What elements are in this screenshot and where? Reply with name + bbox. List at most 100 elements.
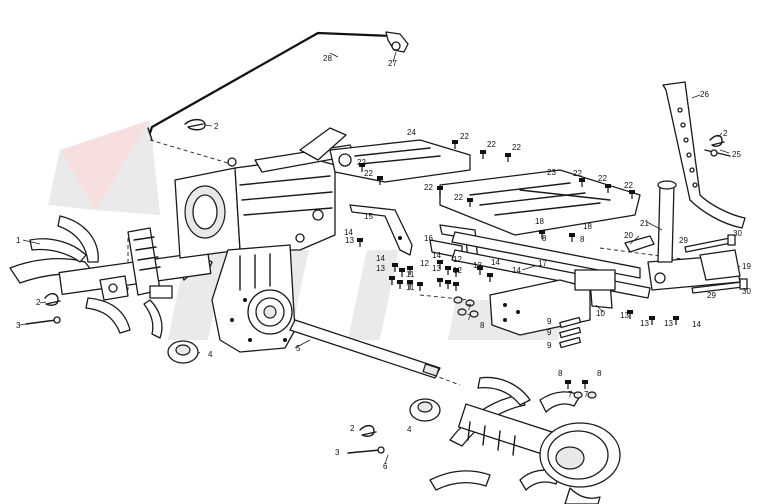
callout-22: 22 <box>454 193 463 202</box>
depth-bar <box>662 81 746 229</box>
callout-20: 20 <box>624 231 633 240</box>
callout-12: 12 <box>420 259 429 268</box>
callout-9: 9 <box>547 317 552 326</box>
callout-13: 13 <box>640 319 649 328</box>
hub-disc-left <box>167 340 199 364</box>
callout-2: 2 <box>350 424 355 433</box>
callout-6: 6 <box>383 462 388 471</box>
fender-plate-front <box>329 139 471 183</box>
bolt-glyph <box>629 190 635 194</box>
callout-9: 9 <box>547 341 552 350</box>
hub-disc-right <box>409 398 441 422</box>
callout-labels: 1 2 2 2 2 3 3 4 4 5 6 7 7 7 7 8 8 8 8 8 … <box>16 54 751 471</box>
callout-11: 11 <box>406 270 415 279</box>
callout-1: 1 <box>16 236 21 245</box>
left-tine-assembly <box>9 215 213 339</box>
bolt-glyph <box>377 176 383 180</box>
callout-8: 8 <box>542 234 547 243</box>
callout-18: 18 <box>583 222 592 231</box>
pin-clip-right <box>704 134 731 157</box>
bolt-glyph <box>673 316 679 320</box>
bolt-glyph <box>579 178 585 182</box>
callout-2: 2 <box>36 298 41 307</box>
callout-22: 22 <box>573 169 582 178</box>
latch-lever <box>624 235 655 253</box>
callout-22: 22 <box>512 143 521 152</box>
callout-7: 7 <box>568 390 573 399</box>
washer-glyph <box>453 296 463 304</box>
callout-5: 5 <box>296 344 301 353</box>
callout-13: 13 <box>345 236 354 245</box>
bolt-glyph <box>453 268 459 272</box>
bolt-glyph <box>445 266 451 270</box>
callout-7: 7 <box>467 313 472 322</box>
bolt-glyph <box>392 263 398 267</box>
lynch-pin-left <box>25 293 61 325</box>
lynch-pin-bottom <box>347 424 385 454</box>
bracket-left <box>349 204 413 256</box>
callout-8: 8 <box>558 369 563 378</box>
bolt-glyph <box>437 278 443 282</box>
callout-12: 12 <box>453 255 462 264</box>
callout-13: 13 <box>432 264 441 273</box>
bolt-glyph <box>399 268 405 272</box>
leader-lines <box>19 51 741 465</box>
callout-8: 8 <box>597 369 602 378</box>
callout-24: 24 <box>407 128 416 137</box>
callout-3: 3 <box>335 448 340 457</box>
callout-22: 22 <box>487 140 496 149</box>
callout-26: 26 <box>700 90 709 99</box>
callout-8: 8 <box>480 321 485 330</box>
bolt-glyph <box>467 198 473 202</box>
bolt-glyph <box>453 282 459 286</box>
bolt-glyph <box>407 280 413 284</box>
washer-glyph <box>573 391 583 399</box>
washer-glyph <box>465 299 475 307</box>
frame-bar-upper <box>451 231 641 279</box>
callout-28: 28 <box>323 54 332 63</box>
callout-4: 4 <box>208 350 213 359</box>
callout-30: 30 <box>733 229 742 238</box>
callout-16: 16 <box>424 234 433 243</box>
hitch-block <box>647 249 741 291</box>
spacer-stack <box>559 316 582 349</box>
bolt-glyph <box>407 266 413 270</box>
washer-glyph <box>469 310 479 318</box>
fender-plate-rear <box>439 169 641 236</box>
callout-10: 10 <box>596 309 605 318</box>
control-rod <box>147 31 409 141</box>
bolt-glyph <box>389 276 395 280</box>
bolt-glyph <box>649 316 655 320</box>
bolt-glyph <box>357 238 363 242</box>
callout-13: 13 <box>620 311 629 320</box>
callout-14: 14 <box>432 251 441 260</box>
bolt-glyph <box>627 310 633 314</box>
callout-19: 19 <box>742 262 751 271</box>
bolt-glyph <box>480 150 486 154</box>
washer-glyph <box>457 308 467 316</box>
bolt-glyph <box>445 280 451 284</box>
hardware-fasteners <box>357 140 679 399</box>
callout-15: 15 <box>364 212 373 221</box>
bolt-glyph <box>397 280 403 284</box>
callout-25: 25 <box>732 150 741 159</box>
callout-22: 22 <box>364 169 373 178</box>
callout-7: 7 <box>584 390 589 399</box>
callout-22: 22 <box>357 158 366 167</box>
gearbox-housing <box>174 127 356 259</box>
callout-13: 13 <box>664 319 673 328</box>
bolt-glyph <box>359 163 365 167</box>
callout-23: 23 <box>547 168 556 177</box>
bolt-glyph <box>582 380 588 384</box>
callout-7: 7 <box>467 303 472 312</box>
washer-glyph <box>587 391 597 399</box>
callout-21: 21 <box>640 219 649 228</box>
callout-9: 9 <box>547 328 552 337</box>
bolt-glyph <box>417 282 423 286</box>
callout-14: 14 <box>692 320 701 329</box>
callout-3: 3 <box>16 321 21 330</box>
callout-22: 22 <box>460 132 469 141</box>
callout-2: 2 <box>723 129 728 138</box>
bolt-glyph <box>477 266 483 270</box>
